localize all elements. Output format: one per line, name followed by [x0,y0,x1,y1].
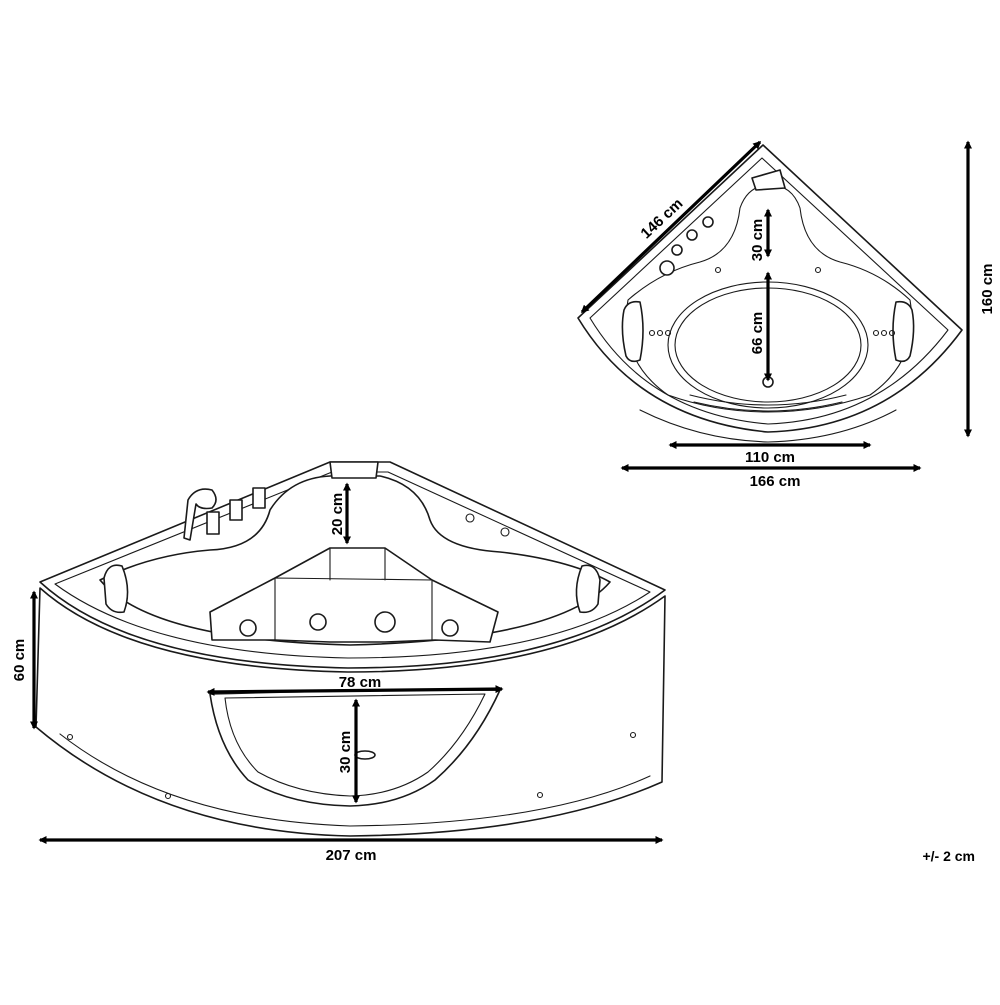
front-view-drain-icon [354,750,376,760]
top-view-jet-icon [656,329,664,337]
front-view-right-pillow [575,564,601,614]
front-view-base-line [59,733,651,827]
window-width-dimension-line [206,685,504,696]
top-view-jet-icon [648,329,656,337]
front-view-jet-icon [239,619,257,637]
top-view-jet-icon [880,329,888,337]
front-view-jet-icon [441,619,459,637]
front-view-valve-icon [229,499,243,521]
top-view [577,144,963,443]
front-view-valve-icon [252,487,266,509]
top-view-valve-icon [671,244,683,256]
top-view-left-pillow [621,300,644,363]
front-view-foot-icon [629,731,637,739]
top-view-valve-icon [686,229,698,241]
front-view-foot-icon [66,733,74,741]
tub-height-dimension-label: 60 cm [11,639,28,682]
top-view-jet-icon [888,329,896,337]
front-view [35,461,666,837]
tub-width-dimension-label: 207 cm [326,847,377,864]
tolerance-note: +/- 2 cm [922,848,975,864]
outer-width-dimension-label: 166 cm [750,473,801,490]
top-view-jet-icon [814,266,822,274]
top-view-valve-icon [702,216,714,228]
front-view-dimensions: 60 cm 207 cm 78 cm 30 cm 20 cm [11,482,664,864]
front-view-jet-icon [500,527,510,537]
top-view-rim [589,157,949,425]
top-view-jet-icon [872,329,880,337]
window-height-dimension-label: 30 cm [337,731,354,774]
basin-depth-dimension-label: 66 cm [749,312,766,355]
front-view-jet-icon [309,613,327,631]
diagonal-dimension-line [580,140,762,314]
front-view-headrest [329,461,379,479]
top-view-front-step [689,394,847,412]
top-view-jet-icon [664,329,672,337]
front-view-rim-inner [54,471,651,659]
inner-width-dimension-label: 110 cm [745,449,795,466]
headrest-depth-dimension-label: 30 cm [749,219,766,262]
front-view-left-pillow [103,564,129,614]
front-view-hand-shower-icon [183,488,217,541]
front-view-foot-icon [164,792,172,800]
height-dimension-label: 160 cm [979,264,996,315]
front-view-jet-icon [465,513,475,523]
front-view-seat-edges [274,547,433,641]
top-view-right-pillow [892,300,915,363]
front-view-jet-icon [374,611,396,633]
seat-depth-dimension-label: 20 cm [329,493,346,536]
top-view-shower-head-icon [659,260,675,276]
window-width-dimension-label: 78 cm [339,674,382,691]
front-view-foot-icon [536,791,544,799]
front-view-valve-icon [206,511,220,535]
